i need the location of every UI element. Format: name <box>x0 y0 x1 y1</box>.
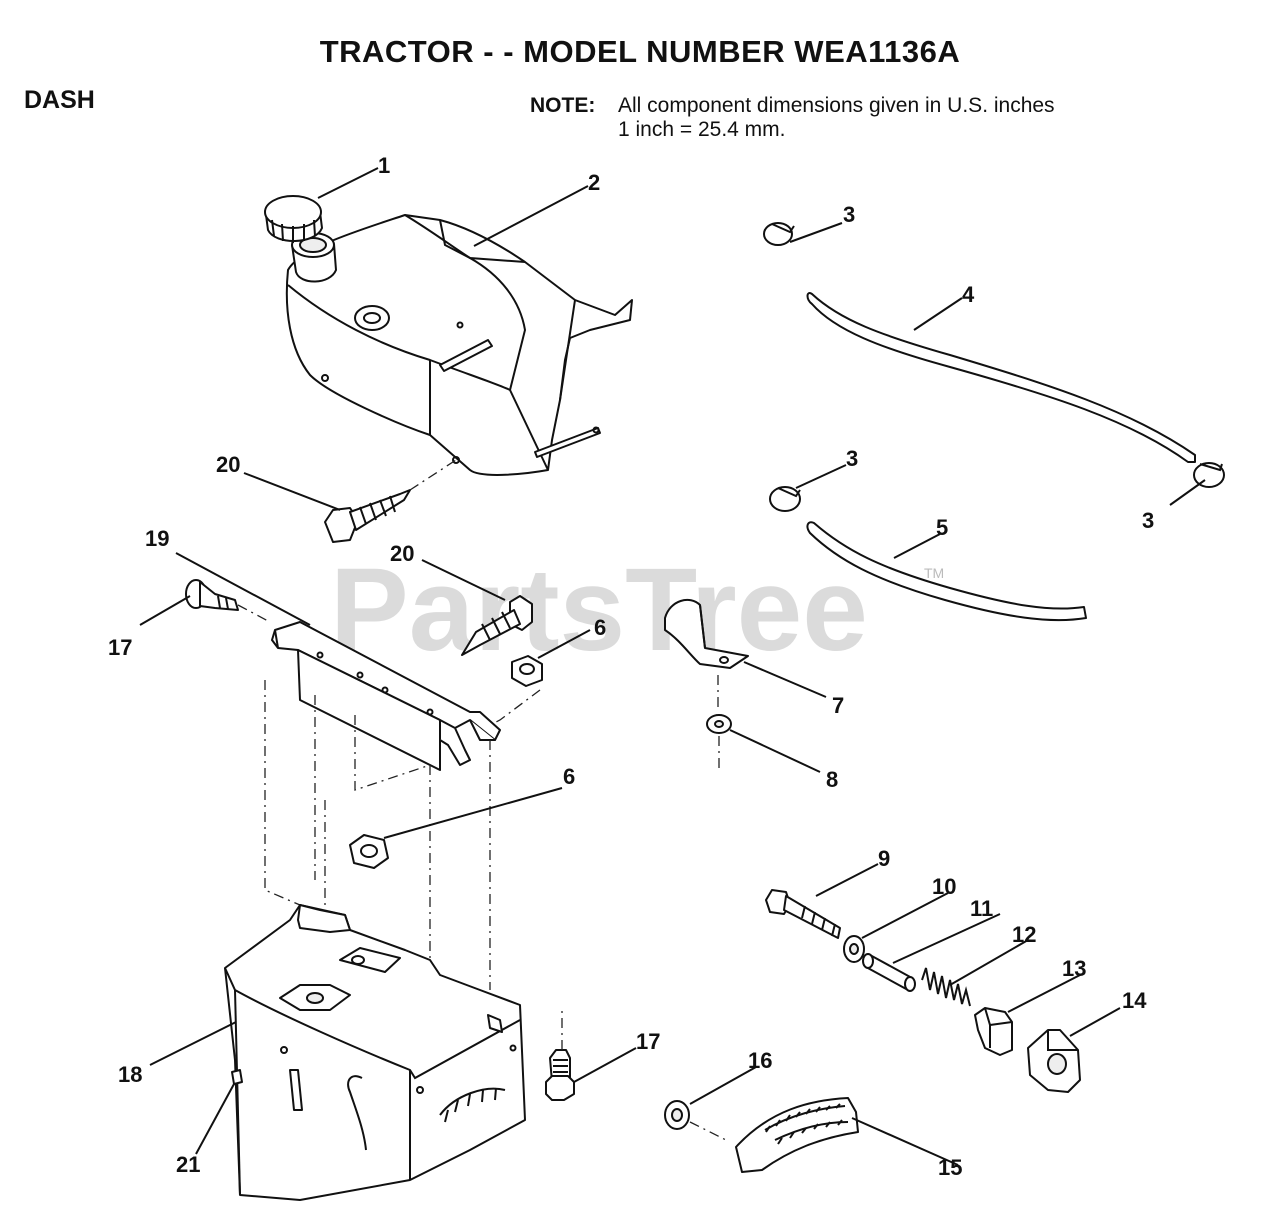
part-3-hose-clamp-right[interactable] <box>1193 462 1225 488</box>
callout-19: 19 <box>145 526 169 551</box>
part-21-small-screw[interactable] <box>231 1069 243 1085</box>
callout-16: 16 <box>748 1048 772 1073</box>
part-3-hose-clamp-middle[interactable] <box>769 486 801 512</box>
callout-20-lower: 20 <box>390 541 414 566</box>
part-17-upper-bolt[interactable] <box>185 579 271 623</box>
callout-18: 18 <box>118 1062 142 1087</box>
callout-2: 2 <box>588 170 600 195</box>
note-line-2: 1 inch = 25.4 mm. <box>618 118 786 141</box>
part-9-bolt[interactable] <box>765 889 841 939</box>
callout-3-right: 3 <box>1142 508 1154 533</box>
part-15-quadrant-plate[interactable] <box>735 1097 859 1173</box>
callout-15: 15 <box>938 1155 962 1180</box>
dimension-note: NOTE: All component dimensions given in U… <box>530 94 1055 142</box>
part-16-bushing[interactable] <box>664 1100 727 1141</box>
part-20-lower-screw[interactable] <box>461 595 533 656</box>
part-19-dash-bracket[interactable] <box>264 621 501 990</box>
callout-14: 14 <box>1122 988 1147 1013</box>
section-label: DASH <box>24 86 95 114</box>
part-2-fuel-tank[interactable] <box>285 214 633 476</box>
callout-6-upper: 6 <box>594 615 606 640</box>
callout-13: 13 <box>1062 956 1086 981</box>
part-18-dash-panel[interactable] <box>224 904 526 1201</box>
part-20-upper-screw[interactable] <box>324 459 457 543</box>
part-6-lower-nut[interactable] <box>349 834 389 869</box>
callout-11: 11 <box>970 896 993 921</box>
callout-12: 12 <box>1012 922 1036 947</box>
note-line-1: All component dimensions given in U.S. i… <box>618 94 1055 117</box>
part-17-lower-bolt[interactable] <box>545 1010 575 1101</box>
callout-17-upper: 17 <box>108 635 132 660</box>
callout-10: 10 <box>932 874 956 899</box>
callout-17-lower: 17 <box>636 1029 660 1054</box>
callout-9: 9 <box>878 846 890 871</box>
callout-4: 4 <box>962 282 975 307</box>
callout-21: 21 <box>176 1152 200 1177</box>
part-3-hose-clamp-upper[interactable] <box>763 222 795 246</box>
watermark: PartsTree <box>330 544 868 676</box>
part-12-spring[interactable] <box>921 967 971 1007</box>
page-title: TRACTOR - - MODEL NUMBER WEA1136A <box>319 34 961 69</box>
part-13-latch[interactable] <box>974 1007 1013 1056</box>
part-6-upper-nut[interactable] <box>489 655 543 726</box>
callout-3-upper: 3 <box>843 202 855 227</box>
part-8-washer[interactable] <box>706 714 732 770</box>
part-14-bracket[interactable] <box>1027 1029 1081 1093</box>
watermark-tm: TM <box>924 565 944 581</box>
callout-7: 7 <box>832 693 844 718</box>
part-10-washer[interactable] <box>843 935 865 963</box>
callout-3-middle: 3 <box>846 446 858 471</box>
part-11-spacer[interactable] <box>862 953 916 992</box>
callout-5: 5 <box>936 515 948 540</box>
callout-numbers: 1 2 3 4 3 3 5 20 19 20 6 17 7 8 6 9 10 1… <box>108 153 1154 1180</box>
callout-20-upper: 20 <box>216 452 240 477</box>
callout-leaders <box>139 167 1206 1166</box>
callout-6-lower: 6 <box>563 764 575 789</box>
callout-1: 1 <box>378 153 390 178</box>
part-7-hose-clip[interactable] <box>664 598 749 710</box>
part-5-fuel-hose-short[interactable] <box>806 521 1087 622</box>
part-4-fuel-hose-long[interactable] <box>806 292 1196 463</box>
note-label: NOTE: <box>530 94 596 117</box>
callout-8: 8 <box>826 767 838 792</box>
part-1-fuel-cap[interactable] <box>264 195 323 243</box>
